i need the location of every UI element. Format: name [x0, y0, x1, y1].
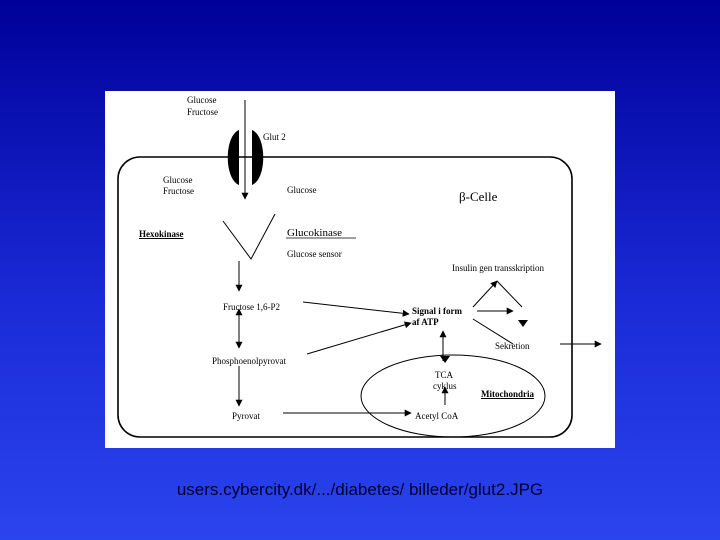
- beta-symbol: β: [459, 189, 466, 204]
- cell-membrane: [117, 156, 573, 438]
- label-pyruvat: Pyrovat: [232, 411, 260, 421]
- cell-label: -Celle: [465, 189, 498, 204]
- source-caption: users.cybercity.dk/.../diabetes/ billede…: [176, 480, 544, 499]
- diagram-drawing: [117, 100, 602, 438]
- label-insulin-transcription: Insulin gen transskription: [452, 263, 544, 273]
- triangle-marker-2: [440, 356, 450, 363]
- label-signal-line1: Signal i form: [412, 306, 463, 316]
- branch-lines: [222, 213, 276, 260]
- label-hexokinase: Hexokinase: [139, 229, 184, 239]
- label-glut2: Glut 2: [263, 132, 286, 142]
- arrow-signal-insulin: [472, 280, 498, 308]
- label-glucose-inside: Glucose: [163, 175, 193, 185]
- label-glucose-sensor: Glucose sensor: [287, 249, 342, 259]
- label-glucose-outside: Glucose: [187, 95, 217, 105]
- label-phosphoenolpyruvat: Phosphoenolpyrovat: [212, 356, 286, 366]
- arrow-insulin-right: [496, 280, 523, 308]
- label-acetyl-coa: Acetyl CoA: [415, 411, 459, 421]
- arrow-pep-signal: [306, 321, 412, 355]
- triangle-marker-1: [518, 320, 528, 327]
- label-signal-line2: af ATP: [412, 317, 439, 327]
- mitochondria-ellipse: [360, 354, 546, 438]
- diagram-image: Glucose Fructose Glut 2 Glucose Fructose…: [105, 91, 615, 448]
- label-tca-line1: TCA: [435, 370, 453, 380]
- label-fructose-inside: Fructose: [163, 186, 194, 196]
- glut2-transporter: [227, 130, 264, 185]
- arrow-fructose-signal: [302, 301, 410, 317]
- label-glucose-right: Glucose: [287, 185, 317, 195]
- label-mitochondria: Mitochondria: [481, 389, 534, 399]
- label-fructose-bp: Fructose 1,6-P2: [223, 302, 280, 312]
- label-fructose-outside: Fructose: [187, 107, 218, 117]
- arrow-signal-sekretion: [472, 318, 514, 345]
- label-tca-line2: cyklus: [433, 381, 457, 391]
- label-beta-cell: β-Celle: [459, 190, 497, 204]
- label-sekretion: Sekretion: [495, 341, 530, 351]
- label-glucokinase: Glucokinase: [287, 227, 342, 239]
